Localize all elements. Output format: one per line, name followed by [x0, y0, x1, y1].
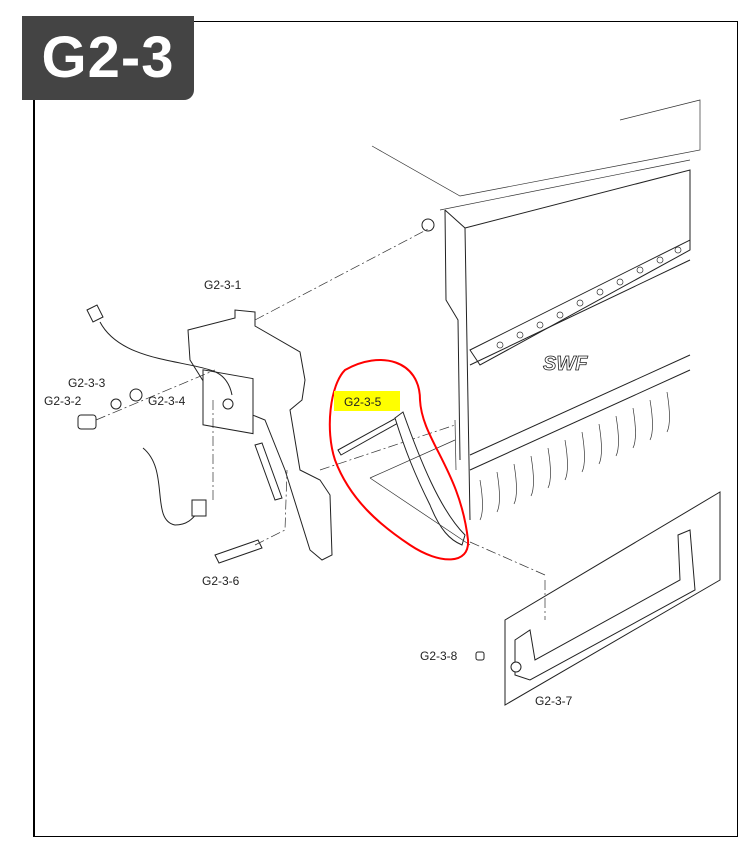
label-g2-3-7: G2-3-7: [535, 694, 573, 708]
diagram-frame: [33, 21, 738, 837]
label-g2-3-4: G2-3-4: [148, 394, 186, 408]
brand-logo: SWF: [543, 353, 588, 375]
connector-cable: [86, 304, 233, 526]
inset-g2-3-7: [469, 491, 721, 706]
label-g2-3-6: G2-3-6: [202, 574, 240, 588]
hole-icon: [421, 218, 435, 232]
annotation-circle: [328, 359, 470, 561]
bracket-part: [187, 309, 333, 561]
label-g2-3-8: G2-3-8: [420, 649, 458, 663]
screw-washers: [77, 369, 216, 430]
spacer-part: [214, 539, 263, 564]
machine-head: SWF: [371, 99, 701, 521]
take-up-levers: [479, 391, 670, 521]
label-highlight: [334, 391, 400, 411]
page-title: G2-3: [22, 16, 194, 100]
label-g2-3-3: G2-3-3: [68, 376, 106, 390]
label-g2-3-5: G2-3-5: [344, 395, 382, 409]
label-g2-3-1: G2-3-1: [204, 278, 242, 292]
tension-studs: [496, 246, 682, 349]
label-g2-3-2: G2-3-2: [44, 394, 82, 408]
lever-part-g2-3-5: [337, 411, 471, 546]
